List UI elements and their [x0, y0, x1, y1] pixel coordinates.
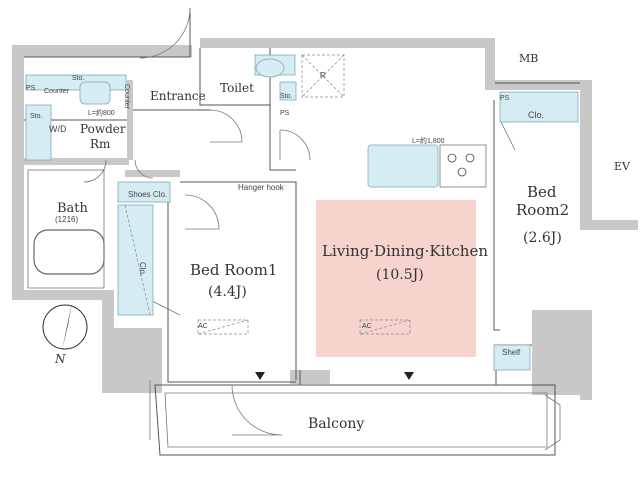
north-arrow-icon	[42, 303, 88, 350]
bedroom1-label: Bed Room1	[190, 261, 277, 279]
hanger-label: Hanger hook	[238, 183, 285, 192]
shelf-label: Shelf	[502, 348, 521, 357]
shoes-label: Shoes Clo.	[128, 190, 167, 199]
sto-label-3: Sto.	[280, 93, 293, 100]
balcony-label: Balcony	[308, 416, 364, 432]
counter-label-2: Counter	[123, 84, 130, 110]
powder-label: Powder	[80, 122, 126, 136]
clo-bedroom2-label: Clo.	[528, 110, 544, 120]
labels: Entrance Toilet Powder Rm Bath (1216) Sh…	[26, 52, 631, 432]
bedroom2-label-line1: Bed	[527, 183, 557, 201]
bath-size-label: (1216)	[55, 215, 78, 224]
ps-label-3: PS	[500, 95, 510, 102]
length-label-2: L=約1,800	[412, 136, 445, 145]
entrance-label: Entrance	[150, 89, 206, 103]
bedroom2-label-line2: Room2	[516, 201, 569, 219]
window-marker-ldk	[404, 372, 414, 380]
bedroom1-size-label: (4.4J)	[208, 284, 247, 300]
ac-label-1: AC	[198, 323, 208, 330]
north-label: N	[54, 352, 66, 366]
ps-label-1: PS	[26, 85, 36, 92]
sto-label-2: Sto.	[30, 113, 43, 120]
ac-label-2: AC	[362, 323, 372, 330]
ldk-highlight	[316, 200, 476, 357]
doors	[83, 7, 516, 436]
ev-label: EV	[614, 160, 631, 173]
walls	[12, 38, 638, 400]
ldk-size-label: (10.5J)	[376, 267, 424, 283]
window-marker-bedroom1	[255, 372, 265, 380]
fixtures	[25, 54, 579, 371]
clo-bedroom1-label: Clo.	[138, 262, 147, 276]
bedroom2-size-label: (2.6J)	[523, 230, 562, 246]
wd-label: W/D	[49, 124, 67, 134]
r-label: R	[320, 71, 326, 80]
mb-label: MB	[519, 52, 538, 65]
length-label-1: L=約800	[88, 108, 115, 117]
toilet-label: Toilet	[220, 81, 254, 95]
ps-label-2: PS	[280, 110, 290, 117]
powder-rm-label: Rm	[90, 137, 111, 151]
counter-label-1: Counter	[44, 88, 70, 95]
bath-label: Bath	[57, 201, 89, 216]
dashed-markers	[124, 54, 411, 335]
stove-icon	[447, 153, 475, 177]
sto-label-1: Sto.	[72, 75, 85, 82]
ldk-label: Living·Dining·Kitchen	[322, 242, 488, 260]
